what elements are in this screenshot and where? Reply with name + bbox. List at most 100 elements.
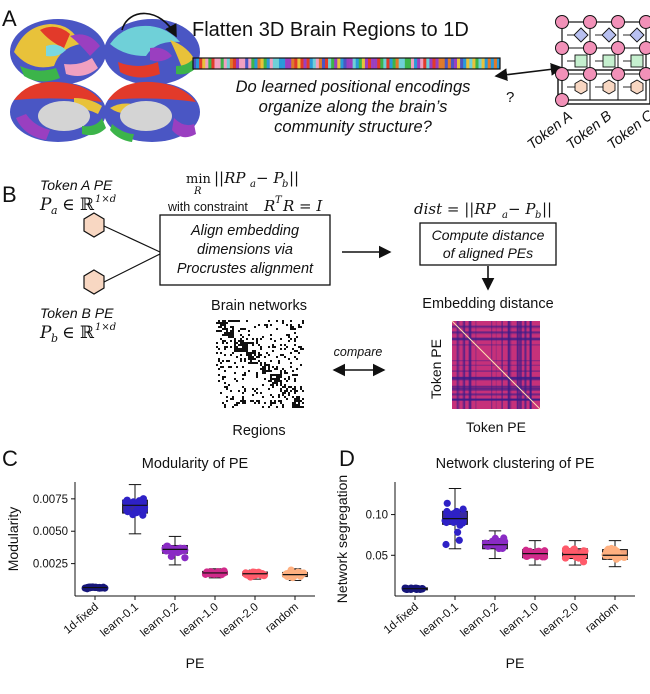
network-cell [256, 400, 258, 402]
network-cell [272, 382, 274, 384]
strip-cell [478, 58, 482, 69]
network-cell [302, 320, 304, 322]
network-cell [286, 390, 288, 392]
network-cell [272, 384, 274, 386]
strip-cell [214, 58, 218, 69]
strip-cell [407, 58, 412, 69]
network-cell [256, 376, 258, 378]
network-cell [234, 342, 236, 344]
network-cell [242, 342, 244, 344]
network-cell [252, 342, 254, 344]
brain-medial-left [10, 81, 106, 142]
network-cell [218, 348, 220, 350]
network-cell [294, 344, 296, 346]
network-cell [226, 322, 228, 324]
network-cell [218, 320, 220, 322]
strip-cell [398, 58, 403, 69]
network-cell [218, 374, 220, 376]
heatmap-stripe [452, 379, 540, 381]
network-cell [244, 372, 246, 374]
network-cell [226, 330, 228, 332]
network-cell [244, 342, 246, 344]
network-cell [280, 382, 282, 384]
network-cell [290, 324, 292, 326]
network-cell [280, 344, 282, 346]
network-cell [264, 402, 266, 404]
network-cell [296, 368, 298, 370]
network-cell [270, 370, 272, 372]
strip-cell [331, 58, 335, 69]
network-cell [302, 390, 304, 392]
network-cell [282, 354, 284, 356]
network-cell [302, 398, 304, 400]
svg-text:||: || [289, 169, 299, 187]
network-cell [276, 366, 278, 368]
network-cell [280, 390, 282, 392]
network-cell [234, 362, 236, 364]
network-cell [240, 338, 242, 340]
x-tick-label: learn-1.0 [498, 601, 540, 639]
network-cell [238, 330, 240, 332]
y-tick-label: 0.0075 [33, 494, 68, 506]
network-cell [296, 390, 298, 392]
strip-cell [438, 58, 442, 69]
network-cell [220, 352, 222, 354]
strip-cell [374, 58, 378, 69]
network-cell [276, 406, 278, 408]
network-cell [270, 334, 272, 336]
data-point [242, 570, 250, 578]
strip-cell [269, 58, 274, 69]
network-cell [260, 348, 262, 350]
svg-text:− P: − P [256, 169, 284, 187]
network-cell [230, 366, 232, 368]
data-point [136, 498, 144, 506]
network-cell [268, 354, 270, 356]
strip-cell [401, 58, 406, 69]
network-cell [278, 396, 280, 398]
network-cell [242, 378, 244, 380]
x-tick-label: random [583, 601, 621, 635]
svg-text:∈ ℝ: ∈ ℝ [62, 323, 95, 343]
heatmap-stripe [452, 399, 540, 401]
network-cell [224, 382, 226, 384]
square-token-icon [630, 54, 644, 68]
network-cell [240, 328, 242, 330]
network-cell [230, 320, 232, 322]
network-cell [246, 348, 248, 350]
network-cell [224, 406, 226, 408]
align-line-1: Align embedding [190, 223, 299, 239]
svg-text:b: b [282, 179, 288, 190]
strip-cell [315, 58, 320, 69]
network-cell [218, 322, 220, 324]
network-cell [292, 328, 294, 330]
network-cell [228, 320, 230, 322]
data-point [617, 552, 625, 561]
network-cell [246, 338, 248, 340]
network-cell [242, 346, 244, 348]
network-cell [252, 358, 254, 360]
network-cell [236, 348, 238, 350]
network-cell [284, 378, 286, 380]
strip-cell [383, 58, 387, 69]
network-cell [240, 342, 242, 344]
network-cell [290, 326, 292, 328]
network-cell [266, 370, 268, 372]
network-cell [240, 354, 242, 356]
hexagon-token-icon [574, 79, 588, 95]
network-cell [264, 324, 266, 326]
strip-cell [377, 58, 381, 69]
network-cell [242, 374, 244, 376]
heatmap-stripe [452, 388, 540, 390]
strip-cell [334, 58, 338, 69]
network-cell [286, 380, 288, 382]
network-cell [286, 372, 288, 374]
network-cell [252, 338, 254, 340]
network-cell [278, 376, 280, 378]
question-line-2: organize along the brain’s [259, 98, 448, 116]
network-cell [292, 370, 294, 372]
network-cell [242, 398, 244, 400]
network-cell [270, 324, 272, 326]
chart-title: Modularity of PE [142, 456, 249, 472]
data-point [454, 528, 462, 536]
network-cell [228, 360, 230, 362]
